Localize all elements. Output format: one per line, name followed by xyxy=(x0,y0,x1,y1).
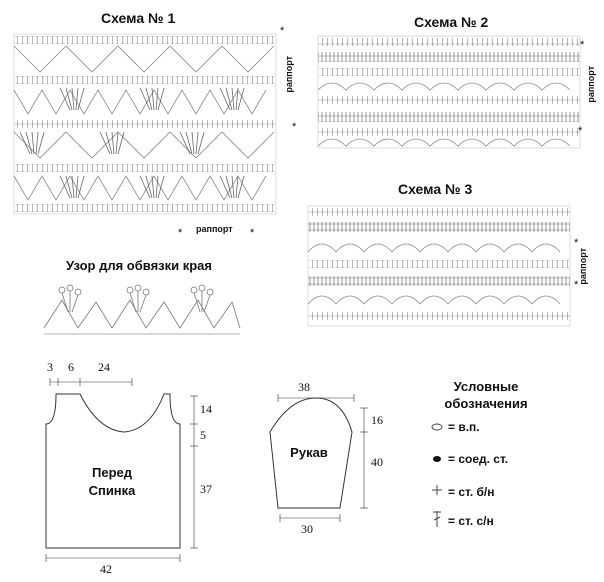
rapport-markers: * * * * * * * * xyxy=(178,25,585,291)
sleeve-dim-top: 38 xyxy=(298,380,310,394)
scheme-1-chart xyxy=(13,33,277,215)
scheme-3-title: Схема № 3 xyxy=(398,181,473,197)
sleeve-dim-right-1: 16 xyxy=(371,413,383,427)
front-back-label: Перед Спинка xyxy=(72,464,152,500)
scheme-2-title: Схема № 2 xyxy=(414,14,489,30)
svg-text:*: * xyxy=(280,25,285,37)
single-crochet-icon xyxy=(426,484,448,499)
legend-item-double: = ст. с/н xyxy=(426,510,494,531)
front-label: Перед xyxy=(92,465,132,480)
svg-text:*: * xyxy=(578,125,583,137)
legend-text-slip: = соед. ст. xyxy=(448,452,509,466)
front-back-pattern xyxy=(45,378,198,562)
front-dim-right-1: 14 xyxy=(200,402,212,416)
double-crochet-icon xyxy=(426,510,448,531)
scheme-1-rapport-vertical: раппорт xyxy=(284,56,294,93)
sleeve-dim-bottom: 30 xyxy=(301,522,313,536)
legend-title-line-2: обозначения xyxy=(444,396,528,411)
svg-text:*: * xyxy=(292,121,297,133)
front-dim-bottom: 42 xyxy=(100,562,112,576)
chain-stitch-icon xyxy=(426,420,448,434)
scheme-3-chart xyxy=(307,205,571,327)
front-dim-top-3: 24 xyxy=(98,360,110,374)
legend-item-chain: = в.п. xyxy=(426,420,480,434)
svg-text:*: * xyxy=(178,227,183,239)
scheme-3-rapport-vertical: раппорт xyxy=(578,248,588,285)
edging-chart xyxy=(43,284,241,335)
sleeve-dim-right-2: 40 xyxy=(371,455,383,469)
front-dim-top-1: 3 xyxy=(47,360,53,374)
edging-title: Узор для обвязки края xyxy=(66,258,212,273)
sleeve-pattern xyxy=(269,394,368,522)
scheme-2-chart xyxy=(317,35,581,149)
front-dim-right-3: 37 xyxy=(200,482,212,496)
scheme-2-rapport-vertical: раппорт xyxy=(586,66,596,103)
slip-stitch-icon xyxy=(426,452,448,466)
front-dim-right-2: 5 xyxy=(200,428,206,442)
svg-text:*: * xyxy=(250,227,255,239)
legend-item-single: = ст. б/н xyxy=(426,484,495,499)
legend-title: Условные обозначения xyxy=(426,378,546,412)
legend-text-double: = ст. с/н xyxy=(448,513,494,528)
svg-text:*: * xyxy=(574,279,579,291)
sleeve-label: Рукав xyxy=(290,445,328,460)
legend-text-chain: = в.п. xyxy=(448,420,480,434)
legend-title-line-1: Условные xyxy=(453,379,519,394)
legend-item-slip: = соед. ст. xyxy=(426,452,508,466)
scheme-1-rapport-horizontal: раппорт xyxy=(196,224,233,234)
back-label: Спинка xyxy=(88,483,136,498)
scheme-1-title: Схема № 1 xyxy=(101,10,176,26)
svg-text:*: * xyxy=(580,39,585,51)
legend-text-single: = ст. б/н xyxy=(448,484,495,499)
svg-text:*: * xyxy=(574,237,579,249)
front-dim-top-2: 6 xyxy=(68,360,74,374)
